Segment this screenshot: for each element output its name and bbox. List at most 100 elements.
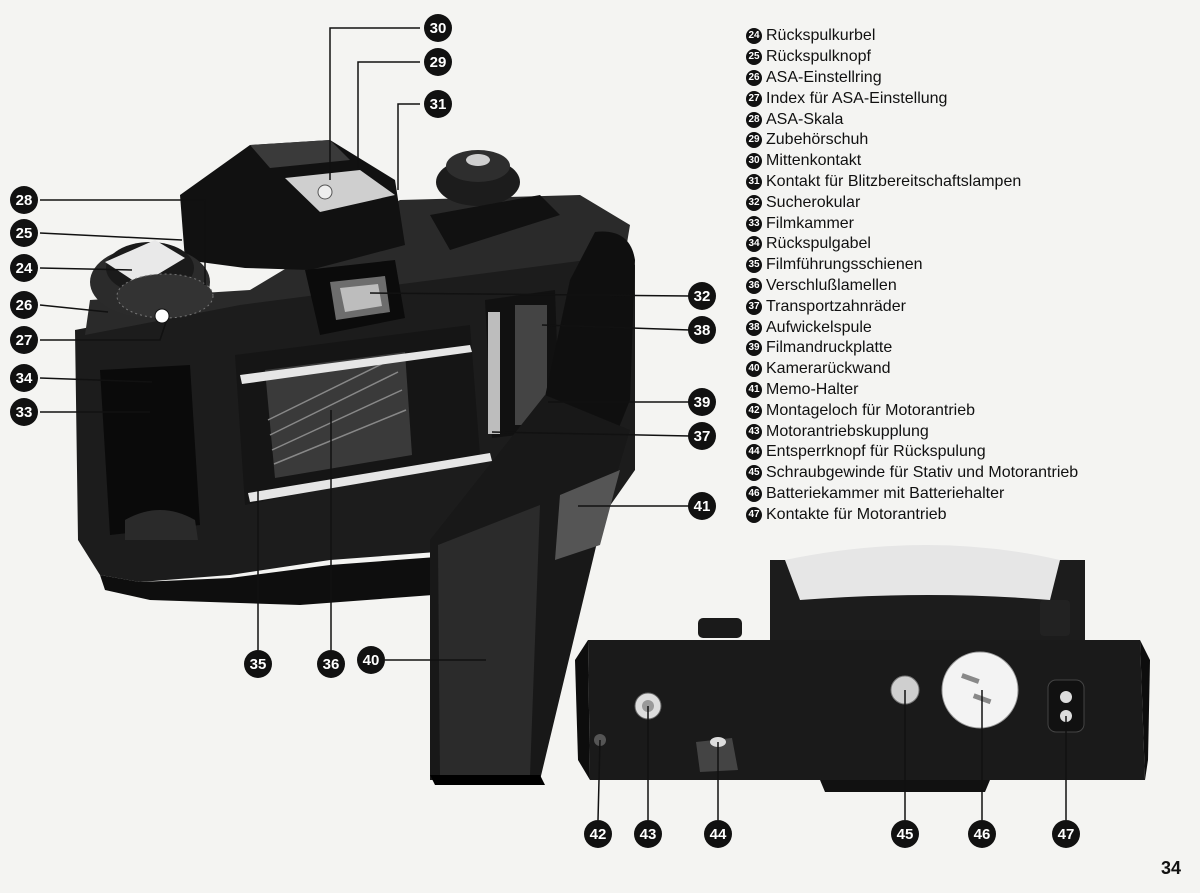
legend-label: Schraubgewinde für Stativ und Motorantri… <box>766 464 1079 482</box>
legend-label: Rückspulknopf <box>766 48 871 66</box>
callout-34: 34 <box>10 364 38 392</box>
legend-number: 39 <box>746 340 762 357</box>
callout-33: 33 <box>10 398 38 426</box>
legend-label: Batteriekammer mit Batteriehalter <box>766 484 1005 502</box>
legend-number: 27 <box>746 90 762 107</box>
legend-number: 37 <box>746 298 762 315</box>
legend-number: 34 <box>746 236 762 253</box>
callout-36: 36 <box>317 650 345 678</box>
camera-rear-view <box>75 140 635 785</box>
callout-47: 47 <box>1052 820 1080 848</box>
legend-number: 24 <box>746 28 762 45</box>
legend-number: 25 <box>746 49 762 66</box>
legend-number: 47 <box>746 506 762 523</box>
legend-label: Rückspulgabel <box>766 235 871 253</box>
legend-number: 30 <box>746 153 762 170</box>
legend-number: 36 <box>746 277 762 294</box>
legend-number: 28 <box>746 111 762 128</box>
legend-label: Memo-Halter <box>766 380 859 398</box>
legend-number: 32 <box>746 194 762 211</box>
callout-30: 30 <box>424 14 452 42</box>
legend-number: 33 <box>746 215 762 232</box>
legend-label: Transportzahnräder <box>766 297 906 315</box>
callout-45: 45 <box>891 820 919 848</box>
legend-number: 35 <box>746 257 762 274</box>
legend-label: Index für ASA-Einstellung <box>766 89 948 107</box>
legend-label: Filmkammer <box>766 214 854 232</box>
legend-number: 46 <box>746 485 762 502</box>
legend-label: Kontakte für Motorantrieb <box>766 505 947 523</box>
callout-38: 38 <box>688 316 716 344</box>
camera-bottom-view <box>575 545 1150 792</box>
callout-27: 27 <box>10 326 38 354</box>
legend-label: Kontakt für Blitzbereitschaftslampen <box>766 172 1022 190</box>
callout-42: 42 <box>584 820 612 848</box>
legend-number: 41 <box>746 381 762 398</box>
leader-lines <box>39 27 1067 821</box>
legend-number: 38 <box>746 319 762 336</box>
legend-number: 44 <box>746 444 762 461</box>
legend-label: Kamerarückwand <box>766 360 891 378</box>
legend-number: 43 <box>746 423 762 440</box>
callout-46: 46 <box>968 820 996 848</box>
callout-32: 32 <box>688 282 716 310</box>
callout-39: 39 <box>688 388 716 416</box>
legend-number: 26 <box>746 69 762 86</box>
legend-label: Motorantriebskupplung <box>766 422 929 440</box>
legend-label: ASA-Skala <box>766 110 844 128</box>
callout-31: 31 <box>424 90 452 118</box>
legend-label: Zubehörschuh <box>766 131 869 149</box>
callout-35: 35 <box>244 650 272 678</box>
legend-label: Verschlußlamellen <box>766 276 897 294</box>
legend-label: Aufwickelspule <box>766 318 872 336</box>
legend-number: 40 <box>746 361 762 378</box>
legend-number: 42 <box>746 402 762 419</box>
callout-43: 43 <box>634 820 662 848</box>
callout-29: 29 <box>424 48 452 76</box>
legend-label: Entsperrknopf für Rückspulung <box>766 443 986 461</box>
legend-label: ASA-Einstellring <box>766 68 882 86</box>
callout-44: 44 <box>704 820 732 848</box>
legend-number: 29 <box>746 132 762 149</box>
legend-label: Montageloch für Motorantrieb <box>766 401 975 419</box>
legend-number: 31 <box>746 173 762 190</box>
legend-number: 45 <box>746 465 762 482</box>
callout-28: 28 <box>10 186 38 214</box>
callout-26: 26 <box>10 291 38 319</box>
page-number: 34 <box>1161 858 1182 878</box>
callout-25: 25 <box>10 219 38 247</box>
callout-37: 37 <box>688 422 716 450</box>
legend-label: Mittenkontakt <box>766 152 862 170</box>
callout-40: 40 <box>357 646 385 674</box>
legend-label: Filmandruckplatte <box>766 339 893 357</box>
callout-41: 41 <box>688 492 716 520</box>
legend-label: Sucherokular <box>766 193 861 211</box>
legend-label: Filmführungsschienen <box>766 256 923 274</box>
